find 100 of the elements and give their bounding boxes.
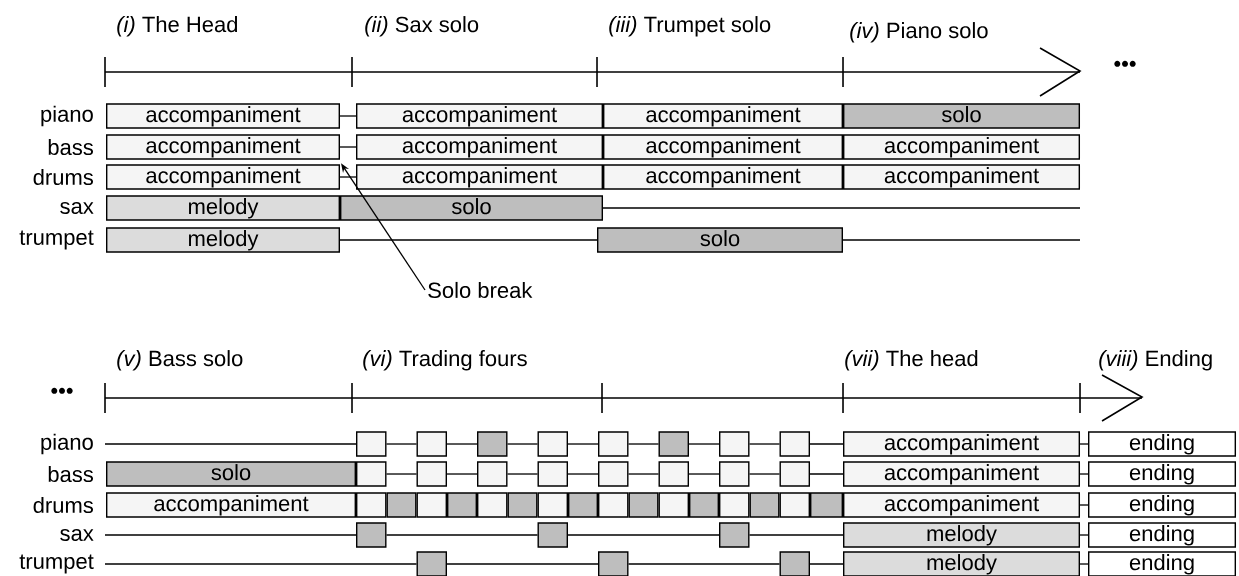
part-box: [416, 461, 447, 487]
connector-line: [567, 534, 720, 536]
instrument-label: piano: [41, 105, 93, 127]
connector-line: [748, 443, 781, 445]
connector-line: [385, 473, 418, 475]
part-bar: accompaniment: [356, 134, 603, 160]
part-box: [477, 492, 508, 518]
part-bar: melody: [106, 227, 340, 253]
part-box: [356, 431, 387, 457]
part-box: [779, 431, 810, 457]
part-bar: solo: [340, 195, 603, 221]
connector-line: [1079, 534, 1089, 536]
part-bar: accompaniment: [356, 103, 603, 129]
connector-line: [506, 443, 539, 445]
part-bar: accompaniment: [603, 103, 843, 129]
instrument-label: bass: [48, 138, 93, 156]
part-box: [507, 492, 538, 518]
connector-line: [1079, 473, 1089, 475]
part-box: [749, 492, 780, 518]
connector-line: [627, 473, 660, 475]
instrument-label: piano: [41, 433, 93, 455]
ellipsis: •••: [1114, 60, 1136, 67]
part-bar: accompaniment: [843, 461, 1080, 487]
part-box: [416, 431, 447, 457]
part-box: [386, 492, 417, 518]
connector-line: [446, 563, 599, 565]
part-bar: accompaniment: [106, 103, 340, 129]
part-box: [598, 431, 629, 457]
connector-line: [809, 443, 844, 445]
part-box: [537, 461, 568, 487]
instrument-label: bass: [48, 465, 93, 483]
connector-line: [385, 443, 418, 445]
part-box: [416, 492, 447, 518]
part-bar: accompaniment: [603, 164, 843, 190]
instrument-label: trumpet: [19, 554, 94, 574]
part-box: [779, 551, 810, 576]
part-box: [628, 492, 659, 518]
connector-line: [748, 534, 844, 536]
instrument-label: sax: [60, 529, 94, 542]
instrument-label: drums: [33, 496, 93, 514]
part-bar: accompaniment: [843, 164, 1080, 190]
part-box: [416, 551, 447, 576]
section-heading: (vi) Trading fours: [363, 350, 527, 371]
connector-line: [104, 563, 418, 565]
part-bar: accompaniment: [106, 134, 340, 160]
part-bar: solo: [106, 461, 356, 487]
connector-line: [567, 443, 599, 445]
part-bar: melody: [843, 522, 1080, 548]
connector-line: [104, 534, 357, 536]
part-bar: accompaniment: [356, 164, 603, 190]
connector-line: [688, 473, 720, 475]
part-bar: ending: [1088, 551, 1236, 576]
instrument-label: drums: [33, 168, 93, 186]
connector-line: [446, 443, 478, 445]
part-box: [537, 431, 568, 457]
part-bar: ending: [1088, 431, 1236, 457]
ellipsis: •••: [51, 387, 73, 394]
connector-line: [809, 563, 844, 565]
connector-line: [446, 473, 478, 475]
part-bar: accompaniment: [603, 134, 843, 160]
instrument-label: trumpet: [19, 230, 94, 250]
part-box: [658, 431, 689, 457]
connector-line: [339, 146, 357, 148]
connector-line: [627, 563, 781, 565]
part-box: [719, 461, 750, 487]
part-box: [810, 492, 843, 518]
part-box: [719, 522, 750, 548]
section-heading: (ii) Sax solo: [365, 16, 479, 37]
part-bar: solo: [597, 227, 843, 253]
part-box: [477, 461, 508, 487]
section-heading: (vii) The head: [845, 350, 978, 371]
connector-line: [627, 443, 660, 445]
part-box: [779, 461, 810, 487]
part-bar: melody: [106, 195, 340, 221]
part-box: [658, 492, 689, 518]
connector-line: [339, 239, 598, 241]
part-box: [356, 522, 387, 548]
part-box: [477, 431, 508, 457]
part-box: [356, 492, 387, 518]
part-box: [658, 461, 689, 487]
part-box: [598, 492, 629, 518]
connector-line: [339, 115, 357, 117]
connector-line: [809, 473, 844, 475]
part-box: [447, 492, 477, 518]
connector-line: [1079, 504, 1089, 506]
section-heading: (iii) Trumpet solo: [609, 16, 771, 37]
connector-line: [842, 239, 1081, 241]
callout-text: Solo break: [428, 281, 533, 299]
part-bar: solo: [843, 103, 1080, 129]
connector-line: [1079, 443, 1089, 445]
connector-line: [567, 473, 599, 475]
part-box: [719, 431, 750, 457]
part-box: [689, 492, 719, 518]
part-bar: ending: [1088, 492, 1236, 518]
part-bar: accompaniment: [843, 431, 1080, 457]
part-box: [719, 492, 750, 518]
part-box: [537, 522, 568, 548]
connector-line: [748, 473, 781, 475]
section-heading: (i) The Head: [117, 16, 238, 37]
part-box: [598, 551, 629, 576]
